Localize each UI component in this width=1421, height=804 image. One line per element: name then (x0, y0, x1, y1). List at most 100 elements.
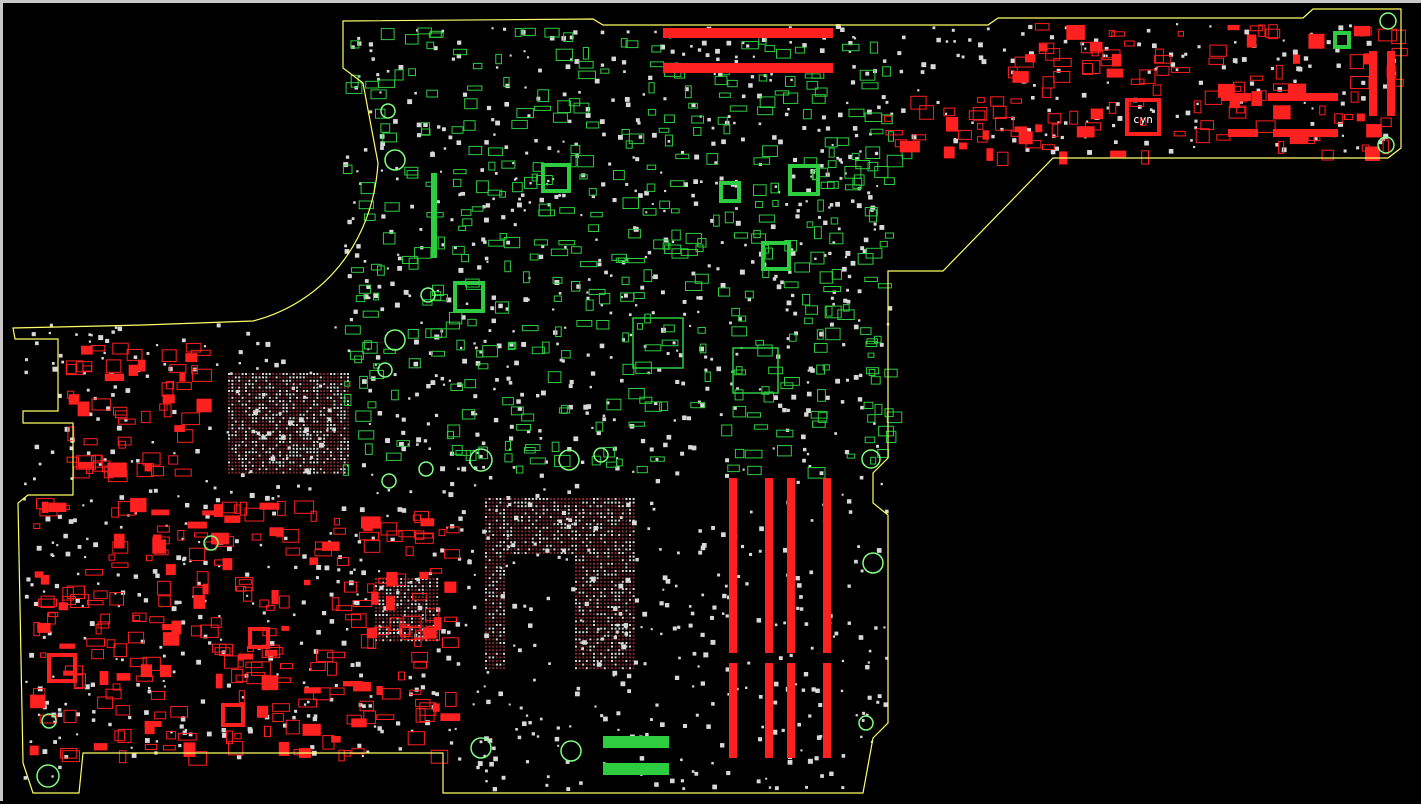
bga-pad (272, 454, 275, 457)
bga-pad (589, 523, 592, 526)
bga-pad (488, 573, 491, 576)
pad (442, 383, 446, 386)
bga-pad (268, 379, 271, 382)
bga-pad (262, 444, 264, 447)
pad (313, 649, 319, 654)
bga-pad (299, 458, 302, 460)
bottom-part (531, 346, 545, 355)
pad (838, 112, 843, 118)
bga-pad (309, 424, 312, 426)
pad (854, 559, 858, 564)
bga-pad (578, 667, 581, 670)
top-part (412, 593, 427, 601)
pad (674, 675, 680, 680)
bga-pad (531, 526, 534, 529)
bga-pad (241, 413, 244, 416)
pad (393, 373, 397, 377)
pad (639, 756, 645, 761)
pad (620, 296, 623, 299)
bga-pad (495, 530, 498, 533)
pad (377, 411, 383, 416)
bga-pad (611, 598, 613, 601)
pad (88, 693, 91, 696)
bga-pad (279, 437, 281, 440)
bga-pad (614, 642, 617, 644)
bga-pad (621, 588, 624, 590)
bga-pad (589, 591, 592, 594)
bottom-part (576, 320, 593, 327)
pad (36, 545, 42, 551)
pad (29, 652, 34, 658)
bga-pad (603, 548, 606, 551)
pcb-canvas[interactable]: cyn (3, 3, 1421, 804)
bga-pad (625, 526, 628, 529)
pad (737, 575, 741, 578)
bga-pad (557, 512, 559, 515)
bga-pad (255, 464, 258, 467)
bga-pad (343, 447, 346, 450)
bottom-connector-pins (603, 763, 669, 775)
bga-pad (546, 552, 549, 554)
pad (747, 661, 751, 665)
bga-pad (492, 645, 495, 648)
pad (626, 673, 632, 679)
bga-pad (234, 430, 237, 433)
bottom-part (869, 41, 879, 54)
pad (178, 744, 182, 748)
bga-pad (611, 508, 613, 511)
bga-pad (553, 519, 556, 522)
bga-pad (614, 548, 617, 551)
bga-pad (245, 451, 247, 454)
bottom-part (776, 48, 791, 59)
bga-pad (625, 609, 628, 612)
bga-pad (506, 552, 509, 554)
pad (386, 70, 390, 73)
bga-pad (600, 544, 603, 547)
bottom-part (430, 291, 442, 301)
bga-pad (585, 498, 588, 500)
bga-pad (238, 424, 241, 426)
pad (303, 395, 307, 399)
bga-pad (495, 566, 498, 569)
bga-pad (499, 634, 502, 637)
pad (359, 558, 363, 562)
bga-pad (292, 424, 295, 426)
pad (650, 501, 654, 506)
pad (1176, 23, 1179, 26)
bga-pad (503, 613, 505, 616)
bga-pad (323, 461, 326, 464)
bga-pad (340, 376, 343, 379)
pad (688, 445, 693, 450)
bga-pad (272, 430, 275, 433)
pad (130, 460, 134, 463)
pad (745, 686, 748, 689)
pad (683, 724, 687, 728)
bottom-part (365, 80, 380, 89)
pad (867, 191, 871, 195)
pad (693, 201, 699, 206)
bga-pad (326, 417, 329, 420)
pad (523, 297, 529, 302)
bga-pad (238, 413, 241, 416)
pad (436, 607, 441, 612)
pad (1054, 146, 1059, 151)
bottom-part (727, 79, 738, 88)
bga-pad (282, 468, 285, 471)
pad (600, 714, 604, 718)
bga-pad (289, 407, 292, 409)
bga-pad (248, 420, 251, 423)
bga-pad (248, 447, 251, 450)
top-part (144, 725, 155, 735)
bga-pad (488, 544, 491, 547)
bga-pad (589, 580, 592, 583)
pad (645, 211, 648, 214)
bottom-part (753, 184, 767, 197)
bga-pad (492, 609, 495, 612)
bga-pad (330, 444, 332, 447)
pad (564, 326, 567, 329)
bga-pad (499, 620, 502, 623)
pad (414, 91, 417, 95)
bga-pad (582, 516, 585, 518)
bga-pad (596, 613, 599, 616)
